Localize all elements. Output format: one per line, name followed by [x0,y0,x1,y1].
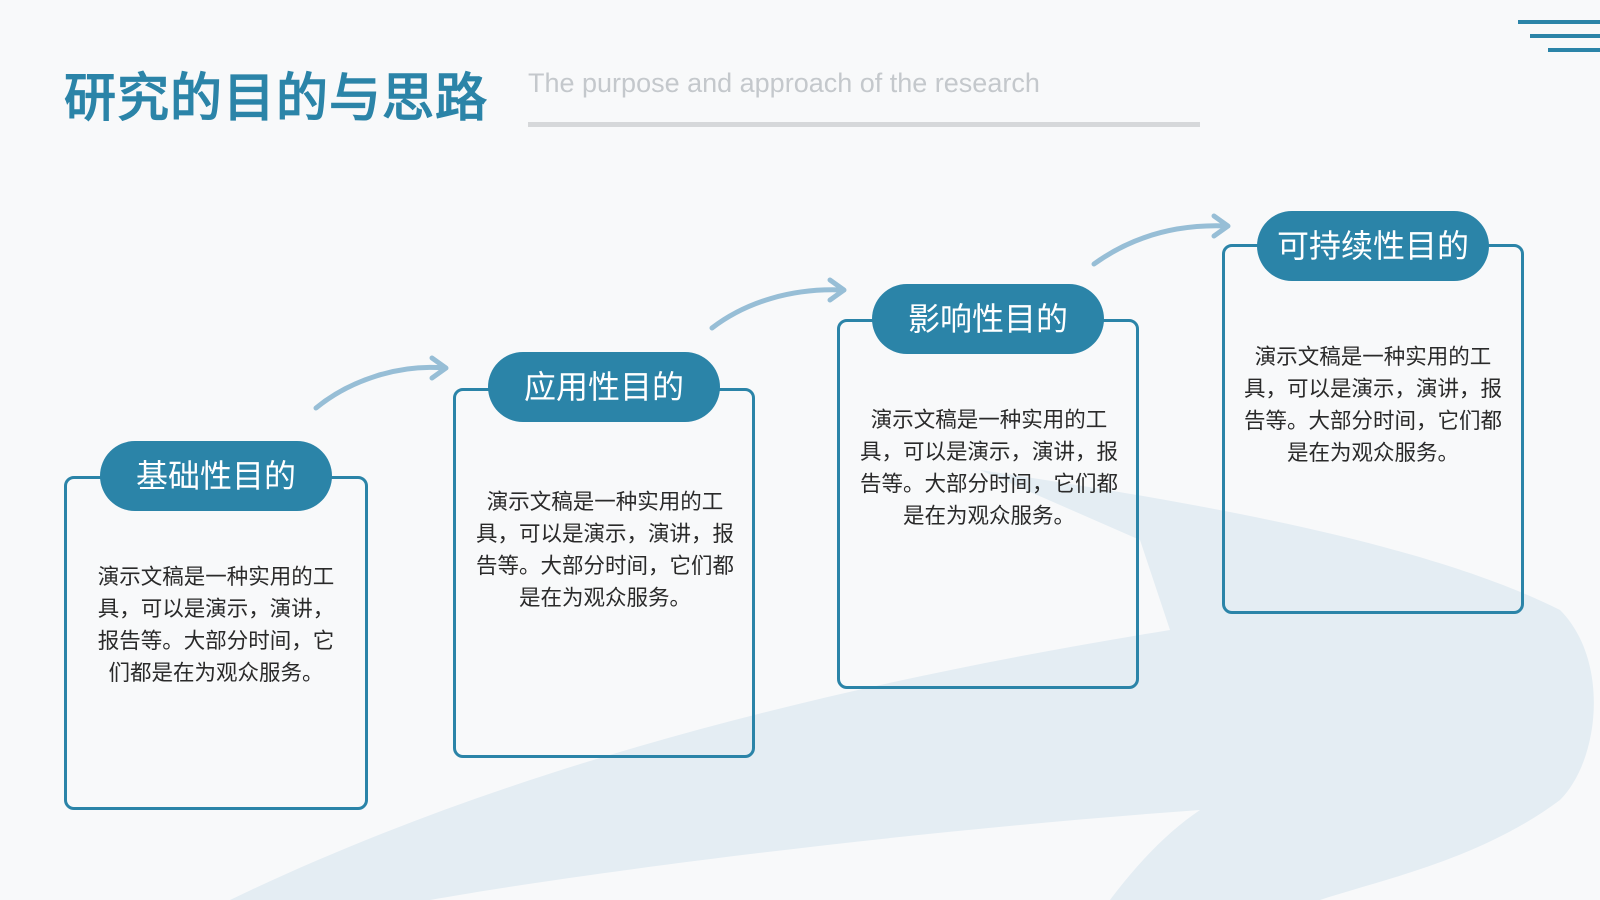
card-text-basic-purpose: 演示文稿是一种实用的工具，可以是演示，演讲，报告等。大部分时间，它们都是在为观众… [97,565,335,686]
page-title: 研究的目的与思路 [64,68,489,129]
card-text-sustainable-purpose: 演示文稿是一种实用的工具，可以是演示，演讲，报告等。大部分时间，它们都是在为观众… [1243,345,1502,466]
card-label-applied-purpose: 应用性目的 [488,352,720,422]
background-arrow-body [230,470,1594,900]
card-label-basic-purpose: 基础性目的 [100,441,332,511]
card-label-sustainable-purpose: 可持续性目的 [1257,211,1489,281]
card-text-impact-purpose: 演示文稿是一种实用的工具，可以是演示，演讲，报告等。大部分时间，它们都是在为观众… [859,408,1118,529]
title-underline [528,122,1200,127]
page-subtitle: The purpose and approach of the research [528,68,1040,98]
corner-decoration-lines [1518,20,1600,56]
card-text-applied-purpose: 演示文稿是一种实用的工具，可以是演示，演讲，报告等。大部分时间，它们都是在为观众… [475,490,734,611]
card-label-impact-purpose: 影响性目的 [872,284,1104,354]
